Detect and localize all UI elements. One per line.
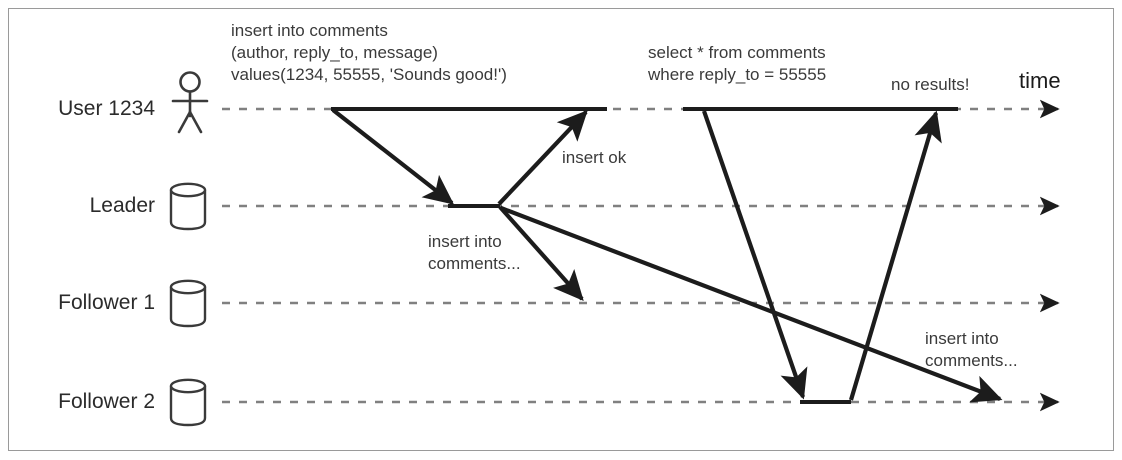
actor-icons xyxy=(169,71,209,427)
arrow-select-user-to-follower-2 xyxy=(702,110,808,400)
actor-label-follower-1: Follower 1 xyxy=(58,291,155,314)
database-cylinder-icon-leader xyxy=(169,182,207,231)
replicate-follower-1-line-2: comments... xyxy=(428,254,521,273)
arrow-insert-ok-leader-to-user xyxy=(497,110,588,206)
insert-statement-line-2: (author, reply_to, message) xyxy=(231,43,438,62)
replicate-follower-1-line-1: insert into xyxy=(428,232,502,251)
replicate-follower-2-line-1: insert into xyxy=(925,329,999,348)
actor-label-leader: Leader xyxy=(89,194,155,217)
database-cylinder-icon-follower-2 xyxy=(169,378,207,427)
annotation-no-results: no results! xyxy=(891,75,970,94)
time-axis-label: time xyxy=(1019,68,1061,93)
insert-statement-line-3: values(1234, 55555, 'Sounds good!') xyxy=(231,65,507,84)
activation-segments xyxy=(331,107,958,404)
annotation-insert-statement: insert into comments (author, reply_to, … xyxy=(231,20,507,86)
replicate-follower-2-line-2: comments... xyxy=(925,351,1018,370)
arrow-replicate-leader-to-follower-2 xyxy=(500,206,1003,403)
message-arrows xyxy=(331,108,1003,403)
annotation-insert-ok: insert ok xyxy=(562,148,627,167)
stick-figure-icon xyxy=(171,71,209,134)
actor-label-follower-2: Follower 2 xyxy=(58,390,155,413)
arrow-insert-user-to-leader xyxy=(331,108,455,205)
insert-statement-line-1: insert into comments xyxy=(231,21,388,40)
select-statement-line-2: where reply_to = 55555 xyxy=(648,65,827,84)
database-cylinder-icon-follower-1 xyxy=(169,279,207,328)
arrow-replicate-leader-to-follower-1 xyxy=(498,205,584,301)
annotation-replicate-follower-1: insert into comments... xyxy=(428,231,521,275)
annotation-select-statement: select * from comments where reply_to = … xyxy=(648,42,826,86)
arrow-no-results-follower-2-to-user xyxy=(848,110,942,401)
actor-label-user: User 1234 xyxy=(58,97,155,120)
annotation-replicate-follower-2: insert into comments... xyxy=(925,328,1018,372)
select-statement-line-1: select * from comments xyxy=(648,43,826,62)
